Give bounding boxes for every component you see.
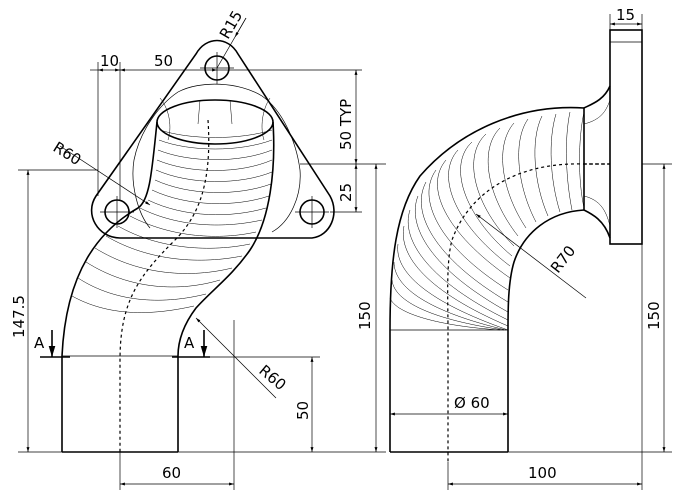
- elbow-inner: [507, 209, 585, 452]
- dim-r60-lower: R60: [255, 361, 289, 394]
- pipe-hatching: [71, 97, 273, 313]
- dim-10: 10: [100, 52, 119, 70]
- elbow-outer: [389, 106, 585, 452]
- dim-50-top: 50: [154, 52, 173, 70]
- side-flange: [609, 29, 643, 245]
- flange-outline: [90, 39, 335, 239]
- dim-60: 60: [162, 464, 181, 482]
- section-mark-left: A: [34, 334, 45, 352]
- pipe-outer-left: [61, 121, 158, 357]
- elbow-centerline: [447, 163, 610, 462]
- dim-dia60: Ø 60: [454, 394, 490, 412]
- dim-25: 25: [337, 183, 355, 202]
- dim-r70: R70: [547, 242, 579, 276]
- elbow-hatching: [389, 99, 611, 331]
- dim-r60-upper: R60: [50, 138, 85, 169]
- section-mark-right: A: [184, 334, 195, 352]
- left-view: A A R15 10 50 R60 R60 147.5 50 TYP 25: [10, 7, 386, 490]
- right-view: 15 R70 150 Ø 60 100: [389, 6, 672, 490]
- dim-150-left: 150: [356, 301, 374, 330]
- dim-50-typ: 50 TYP: [337, 99, 355, 150]
- dim-50-bottom: 50: [294, 401, 312, 420]
- flange-boss: [132, 83, 301, 233]
- dim-147-5: 147.5: [10, 295, 28, 338]
- pipe-outer-right: [177, 121, 275, 357]
- dim-15: 15: [616, 6, 635, 24]
- dim-150-right: 150: [645, 301, 663, 330]
- dim-r15: R15: [216, 7, 246, 42]
- dim-100: 100: [528, 464, 557, 482]
